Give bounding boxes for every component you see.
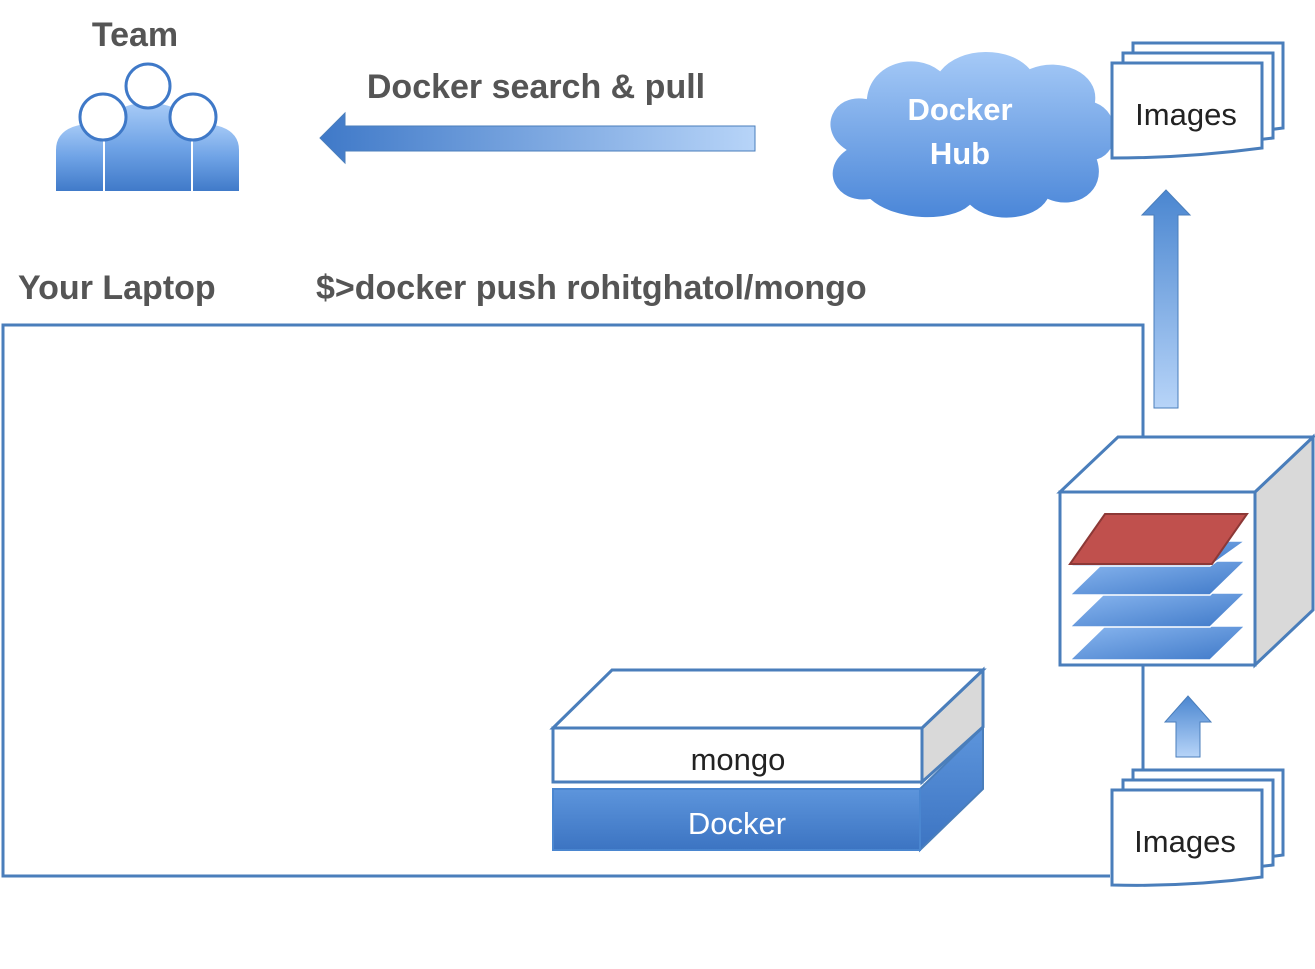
build-arrow — [1163, 695, 1213, 758]
laptop-label: Your Laptop — [18, 269, 216, 307]
mongo-layer — [551, 726, 924, 784]
image-layer-writable — [1068, 513, 1249, 565]
mongo-label: mongo — [691, 742, 786, 777]
container-stack — [549, 666, 987, 853]
image-layer-middle — [1068, 592, 1247, 628]
docker-hub-label-line2: Hub — [930, 136, 990, 171]
local-images-label: Images — [1134, 824, 1236, 859]
team-icon — [54, 62, 241, 193]
local-images-stack-icon — [1110, 768, 1285, 887]
hub-images-label: Images — [1135, 97, 1237, 132]
pull-arrow-label: Docker search & pull — [367, 68, 705, 106]
hub-images-stack-icon — [1110, 41, 1285, 160]
image-layer-lower-top — [1068, 560, 1247, 596]
push-arrow — [1140, 189, 1192, 409]
docker-label: Docker — [688, 806, 786, 841]
team-label: Team — [92, 16, 178, 54]
docker-hub-label-line1: Docker — [907, 92, 1012, 127]
push-command: $>docker push rohitghatol/mongo — [316, 269, 867, 307]
image-layer-base — [1068, 625, 1247, 661]
pull-arrow — [319, 111, 756, 165]
image-layers — [1067, 513, 1249, 661]
docker-layer — [552, 788, 921, 851]
docker-hub-cloud — [828, 50, 1117, 220]
